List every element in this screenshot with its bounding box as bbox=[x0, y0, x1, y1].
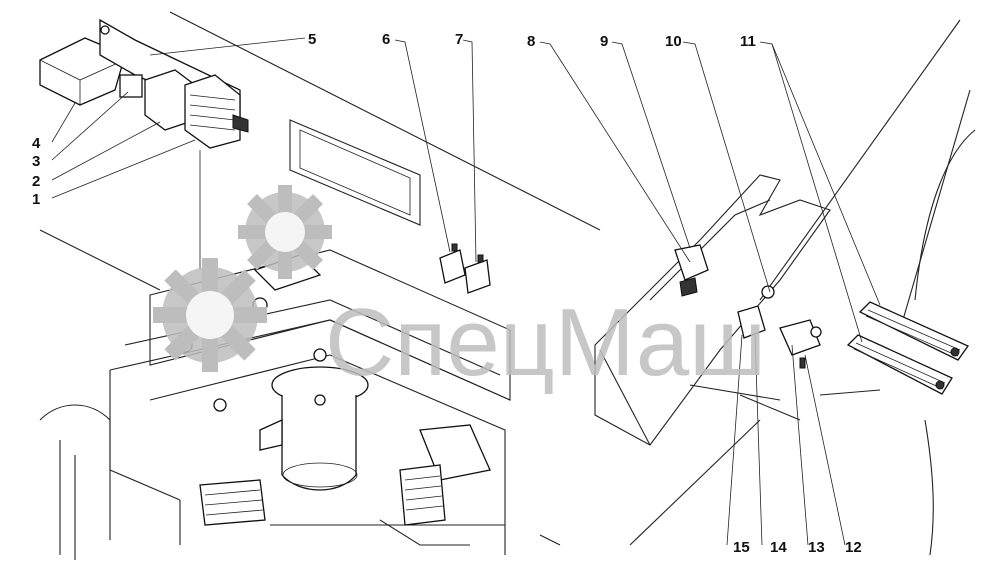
watermark-text: СпецМаш bbox=[325, 289, 766, 396]
callout-4: 4 bbox=[32, 135, 41, 152]
callout-12: 12 bbox=[845, 539, 862, 556]
callout-8: 8 bbox=[527, 33, 535, 50]
pedal-pads-11 bbox=[846, 301, 969, 395]
callout-3: 3 bbox=[32, 153, 40, 170]
relay-6 bbox=[439, 243, 466, 284]
relay-7 bbox=[464, 254, 491, 294]
watermark: СпецМаш bbox=[153, 185, 766, 396]
callout-2: 2 bbox=[32, 173, 40, 190]
callout-1: 1 bbox=[32, 191, 40, 208]
callout-7: 7 bbox=[455, 31, 463, 48]
callout-9: 9 bbox=[600, 33, 608, 50]
callout-6: 6 bbox=[382, 31, 390, 48]
callout-14: 14 bbox=[770, 539, 787, 556]
cab-frame-outline bbox=[594, 19, 976, 556]
gear-logo-icon bbox=[153, 185, 332, 372]
callout-labels: 1 2 3 4 5 6 7 8 9 10 11 12 13 14 15 bbox=[32, 31, 862, 556]
switch-9 bbox=[674, 244, 709, 297]
leader-lines bbox=[51, 37, 881, 546]
relay-box-assembly bbox=[39, 18, 249, 149]
callout-15: 15 bbox=[733, 539, 750, 556]
callout-10: 10 bbox=[665, 33, 682, 50]
callout-11: 11 bbox=[740, 33, 756, 50]
callout-5: 5 bbox=[308, 31, 316, 48]
callout-13: 13 bbox=[808, 539, 825, 556]
